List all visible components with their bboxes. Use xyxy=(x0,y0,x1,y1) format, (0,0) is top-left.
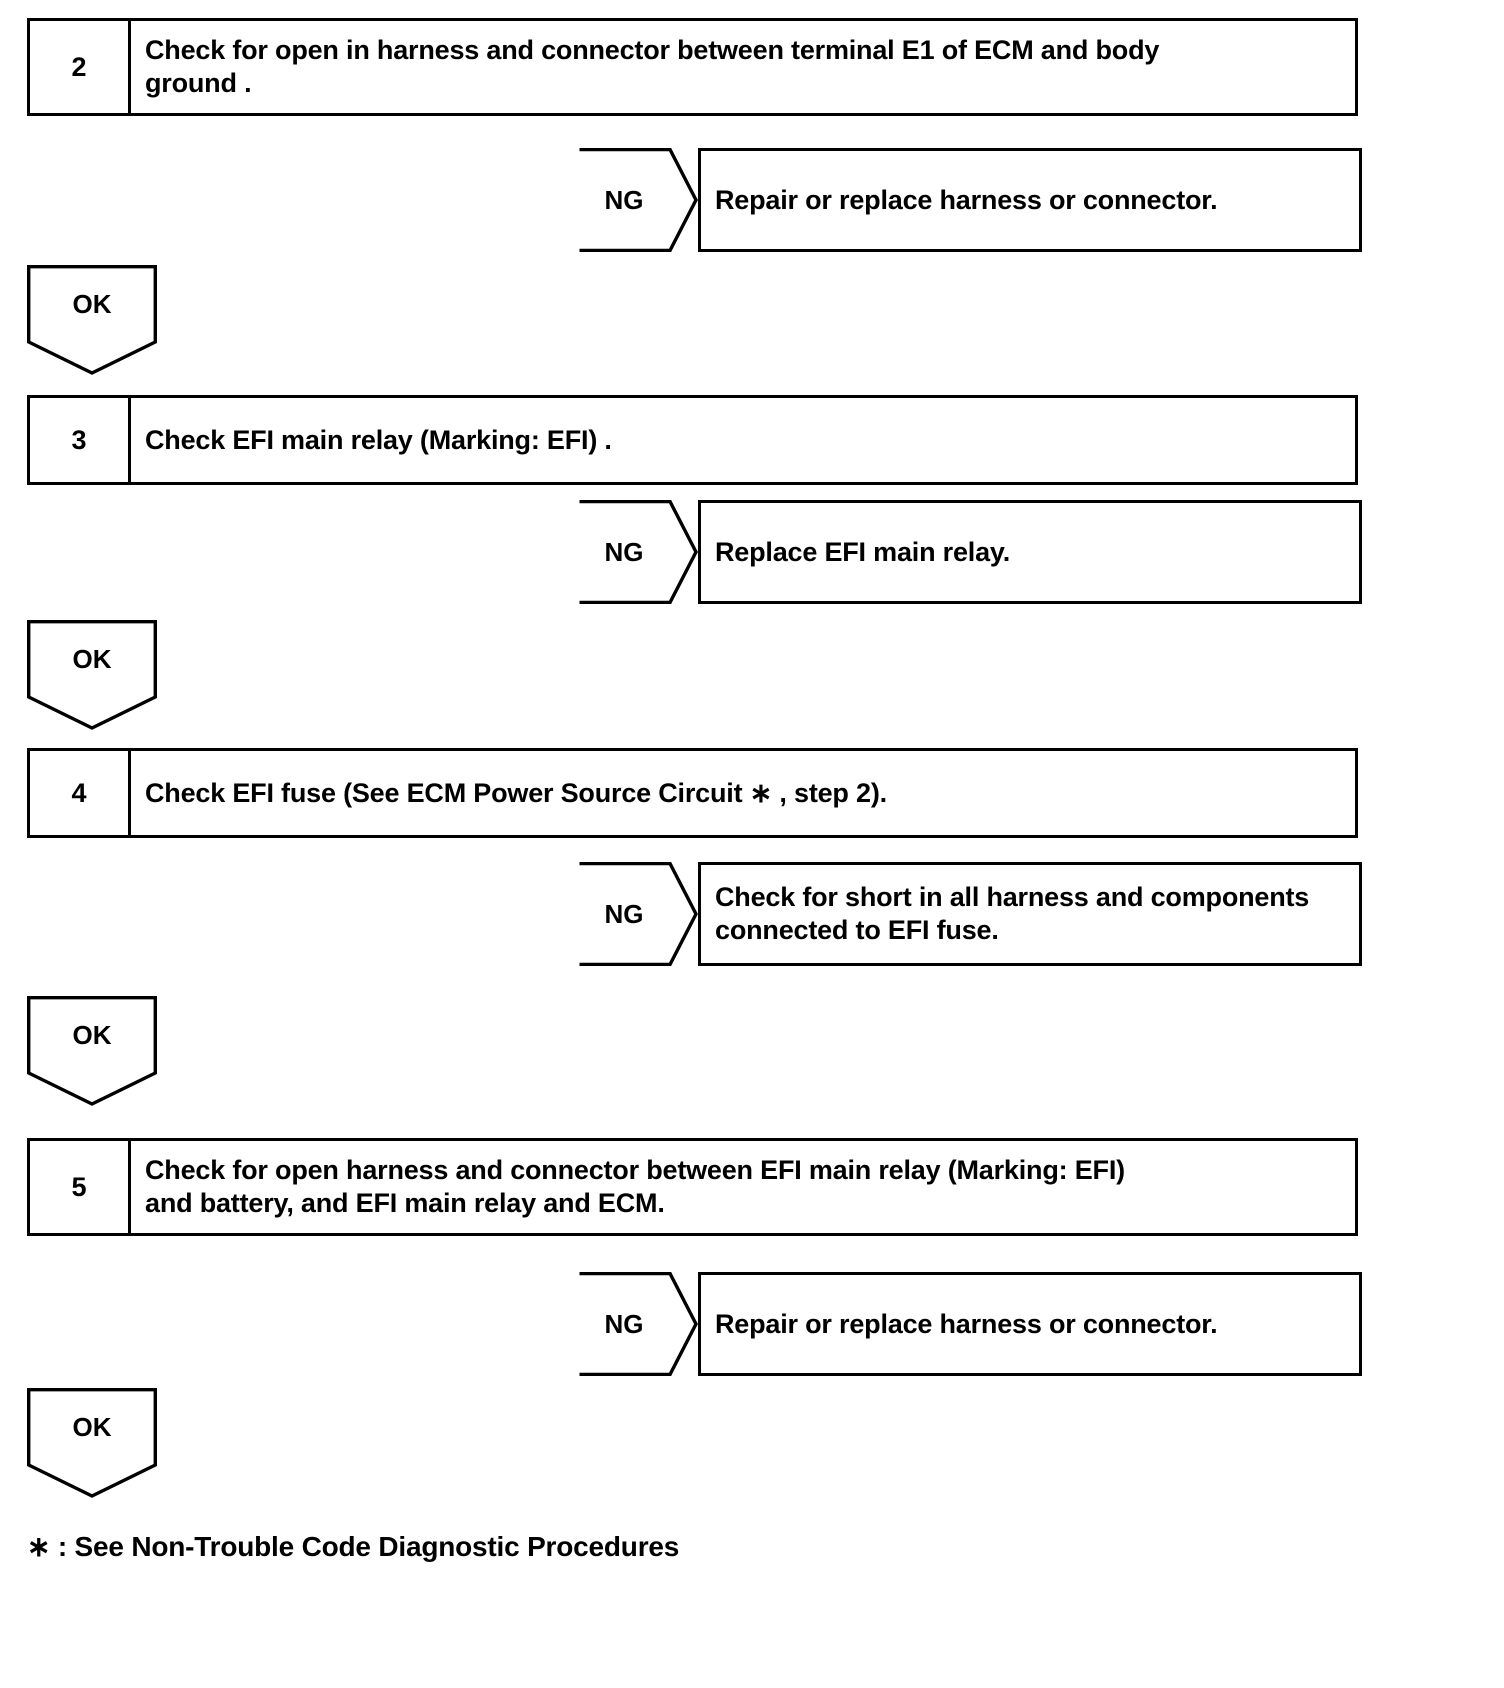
ok-branch-3: OK xyxy=(27,996,157,1106)
step-text: Check EFI main relay (Marking: EFI) . xyxy=(131,398,1355,482)
ng-remedy-box: Replace EFI main relay. xyxy=(698,500,1362,604)
ok-label: OK xyxy=(72,1019,112,1050)
ng-branch-2: NG Replace EFI main relay. xyxy=(578,500,1362,604)
ng-pentagon-icon: NG xyxy=(578,1272,698,1376)
step-number: 4 xyxy=(30,751,131,835)
ng-branch-3: NG Check for short in all harness and co… xyxy=(578,862,1362,966)
ng-label: NG xyxy=(604,184,644,215)
step-number: 3 xyxy=(30,398,131,482)
ng-remedy-box: Repair or replace harness or connector. xyxy=(698,1272,1362,1376)
step-text-line2: ground . xyxy=(145,68,252,98)
step-box-3: 3 Check EFI main relay (Marking: EFI) . xyxy=(27,395,1358,485)
step-number: 2 xyxy=(30,21,131,113)
step-box-5: 5 Check for open harness and connector b… xyxy=(27,1138,1358,1236)
step-text-line1: Check for open harness and connector bet… xyxy=(145,1155,1125,1186)
step-box-4: 4 Check EFI fuse (See ECM Power Source C… xyxy=(27,748,1358,838)
ok-branch-4: OK xyxy=(27,1388,157,1498)
step-text: Check for open in harness and connector … xyxy=(131,21,1355,113)
ng-pentagon-icon: NG xyxy=(578,148,698,252)
ng-pentagon-icon: NG xyxy=(578,500,698,604)
ng-remedy-box: Repair or replace harness or connector. xyxy=(698,148,1362,252)
footnote: ∗ : See Non-Trouble Code Diagnostic Proc… xyxy=(27,1531,680,1562)
ng-label: NG xyxy=(604,1308,644,1339)
ng-remedy-line1: Repair or replace harness or connector. xyxy=(715,184,1218,215)
ng-remedy-line1: Check for short in all harness and compo… xyxy=(715,882,1310,913)
step-text-line1: Check for open in harness and connector … xyxy=(145,35,1160,66)
ng-remedy-line1: Replace EFI main relay. xyxy=(715,536,1011,567)
ng-remedy-line2: connected to EFI fuse. xyxy=(715,915,999,945)
ok-label: OK xyxy=(72,1411,112,1442)
step-text: Check for open harness and connector bet… xyxy=(131,1141,1355,1233)
step-number: 5 xyxy=(30,1141,131,1233)
ng-label: NG xyxy=(604,898,644,929)
step-text-line1: Check EFI fuse (See ECM Power Source Cir… xyxy=(145,777,887,808)
ok-branch-1: OK xyxy=(27,265,157,375)
ok-label: OK xyxy=(72,643,112,674)
ng-branch-4: NG Repair or replace harness or connecto… xyxy=(578,1272,1362,1376)
step-text: Check EFI fuse (See ECM Power Source Cir… xyxy=(131,751,1355,835)
ng-remedy-box: Check for short in all harness and compo… xyxy=(698,862,1362,966)
ok-label: OK xyxy=(72,288,112,319)
ng-pentagon-icon: NG xyxy=(578,862,698,966)
step-text-line1: Check EFI main relay (Marking: EFI) . xyxy=(145,424,612,455)
step-box-2: 2 Check for open in harness and connecto… xyxy=(27,18,1358,116)
step-text-line2: and battery, and EFI main relay and ECM. xyxy=(145,1188,665,1218)
ng-remedy-line1: Repair or replace harness or connector. xyxy=(715,1308,1218,1339)
ok-branch-2: OK xyxy=(27,620,157,730)
ng-label: NG xyxy=(604,536,644,567)
ng-branch-1: NG Repair or replace harness or connecto… xyxy=(578,148,1362,252)
